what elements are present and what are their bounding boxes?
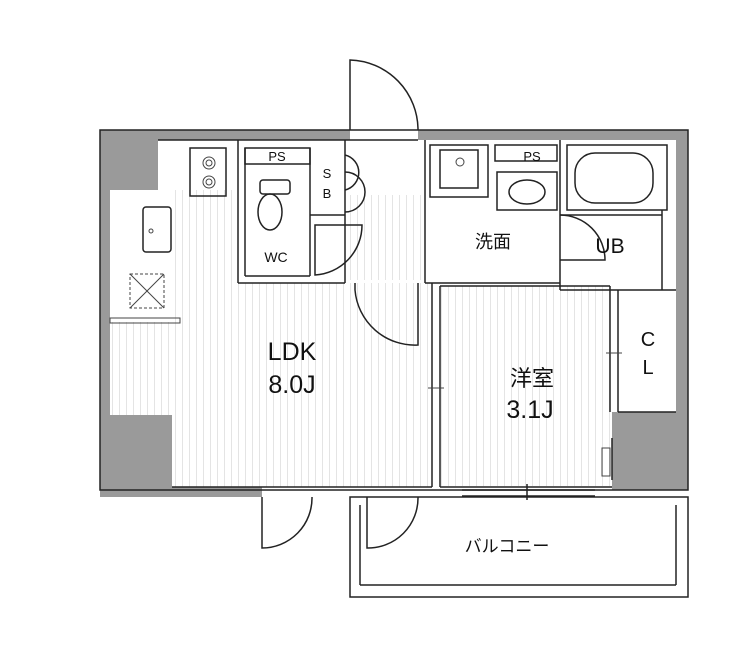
balcony <box>349 496 689 598</box>
windows <box>428 352 622 500</box>
toilet-bowl-icon <box>257 193 283 231</box>
balcony-label: バルコニー <box>465 537 550 556</box>
closet-label-bottom: L <box>642 357 653 379</box>
fridge-space-icon <box>129 273 165 309</box>
unit-bath-label: UB <box>595 235 624 258</box>
sb-label-top: S <box>323 166 332 181</box>
sb-label-bottom: B <box>323 186 332 201</box>
wc-area <box>244 147 311 231</box>
burner-icon <box>202 156 216 170</box>
ldk-size-label: 8.0J <box>268 371 315 399</box>
floor-areas <box>110 190 610 487</box>
wash-area <box>429 144 668 290</box>
washbasin-icon <box>496 171 558 211</box>
washroom-label: 洗面 <box>475 232 511 252</box>
ldk-name-label: LDK <box>268 338 317 366</box>
bathtub-icon <box>574 152 654 204</box>
exterior-walls <box>100 130 688 497</box>
washing-machine-icon <box>439 149 479 189</box>
wc-label: WC <box>264 249 287 265</box>
kitchen-sink-icon <box>142 206 172 253</box>
western-room-size-label: 3.1J <box>506 396 553 424</box>
closet-label-top: C <box>641 329 655 351</box>
doors <box>261 59 613 549</box>
western-room-name-label: 洋室 <box>510 366 554 391</box>
ps-label: PS <box>268 149 286 164</box>
burner-icon <box>202 175 216 189</box>
kitchen <box>129 147 227 309</box>
toilet-tank-icon <box>259 179 291 195</box>
ps-label: PS <box>523 149 541 164</box>
